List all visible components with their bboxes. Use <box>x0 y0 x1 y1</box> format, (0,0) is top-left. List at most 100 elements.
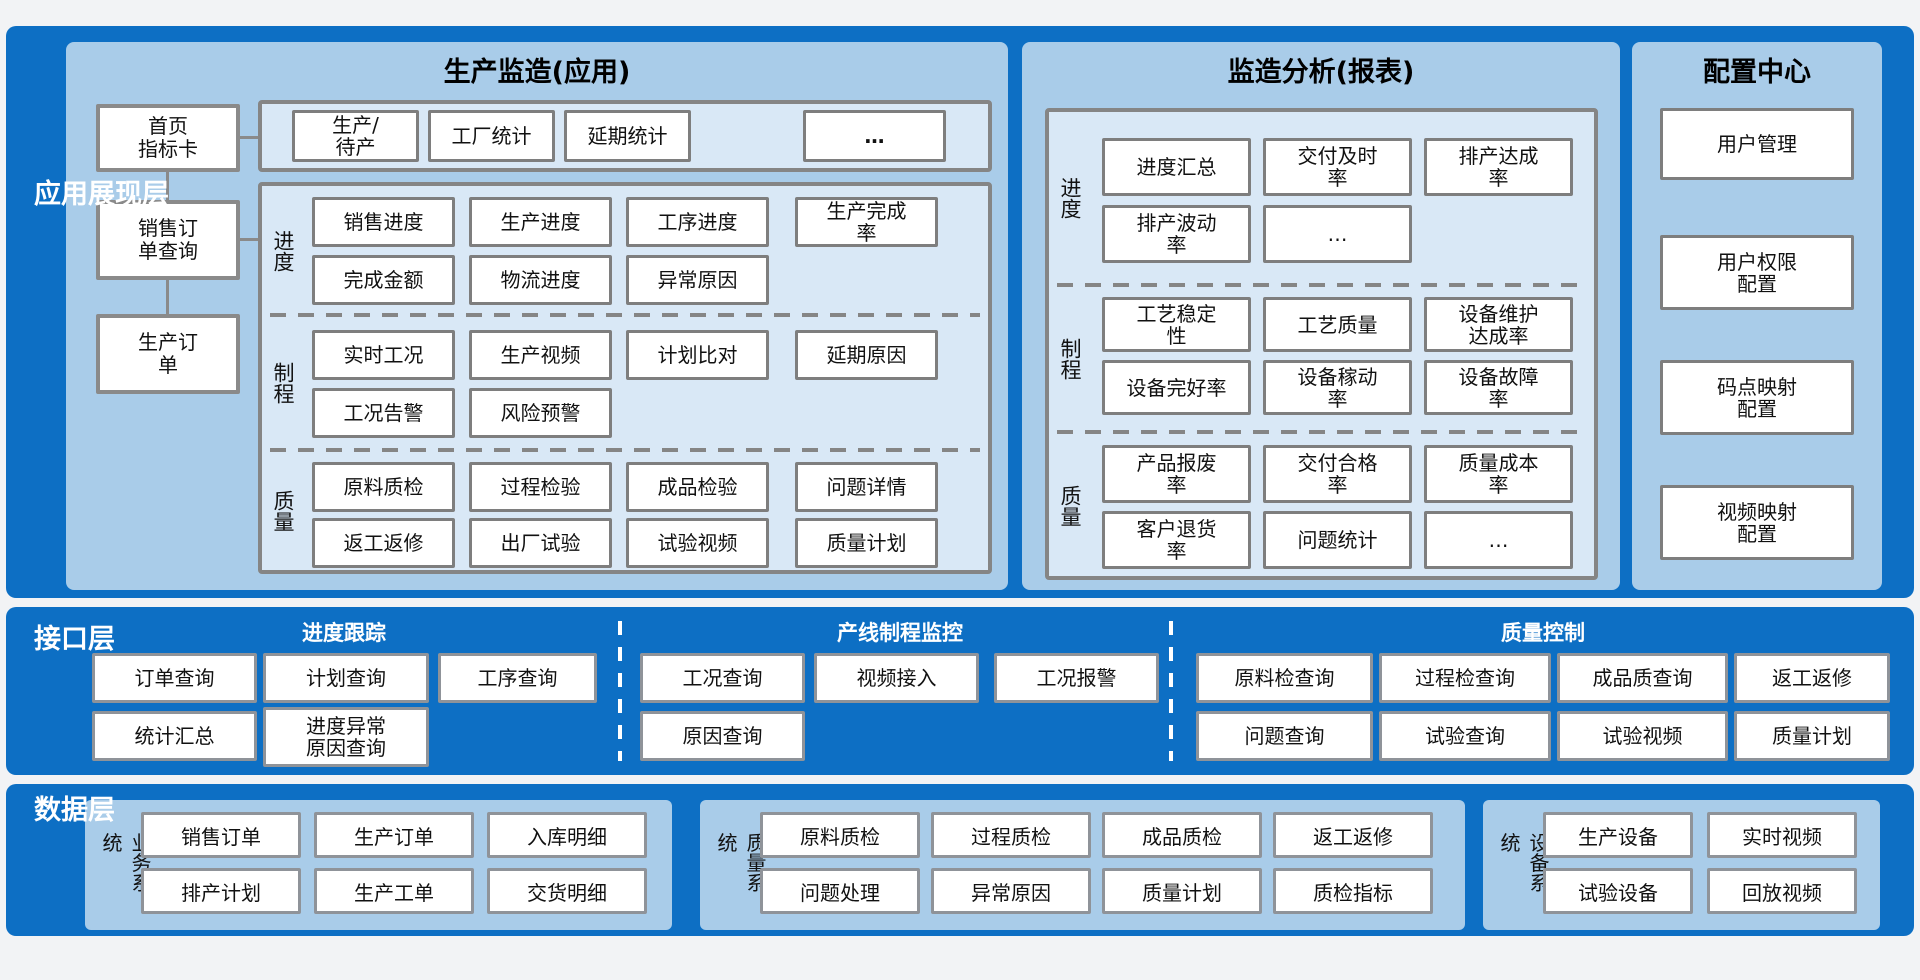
data-source-box: 生产设备 <box>1543 812 1693 858</box>
module-box: 生产进度 <box>469 197 612 247</box>
data-source-box: 回放视频 <box>1707 868 1857 914</box>
module-box: 问题详情 <box>795 462 938 512</box>
overview-subpanel: 生产/ 待产 工厂统计 延期统计 … <box>258 100 992 172</box>
interface-box: 试验视频 <box>1557 711 1728 761</box>
interface-layer-band: 接口层 进度跟踪 产线制程监控 质量控制 订单查询 计划查询 工序查询 统计汇总… <box>6 607 1914 775</box>
interface-box: 订单查询 <box>92 653 257 703</box>
module-box: 返工返修 <box>312 518 455 568</box>
data-layer-label: 数据层 <box>34 795 115 826</box>
report-box: 产品报废 率 <box>1102 445 1251 503</box>
dashed-divider <box>1169 621 1173 761</box>
report-box: 设备故障 率 <box>1424 360 1573 415</box>
data-source-box: 成品质检 <box>1102 812 1262 858</box>
dashed-divider <box>1057 430 1586 434</box>
production-order-card: 生产订 单 <box>96 314 240 394</box>
data-source-box: 排产计划 <box>141 868 301 914</box>
module-box: 工序进度 <box>626 197 769 247</box>
sales-order-query-card: 销售订 单查询 <box>96 200 240 280</box>
config-box: 码点映射 配置 <box>1660 360 1854 435</box>
data-source-box: 异常原因 <box>931 868 1091 914</box>
interface-box: 视频接入 <box>814 653 979 703</box>
home-indicator-card: 首页 指标卡 <box>96 104 240 172</box>
section-process: 制程 工艺稳定 性 工艺质量 设备维护 达成率 设备完好率 设备稼动 率 设备故… <box>1049 289 1594 428</box>
module-box: 物流进度 <box>469 255 612 305</box>
module-box: 延期原因 <box>795 330 938 380</box>
analysis-panel-title: 监造分析(报表) <box>1227 57 1415 88</box>
interface-box: 质量计划 <box>1734 711 1890 761</box>
module-box: 出厂试验 <box>469 518 612 568</box>
equipment-system-panel: 设备系统 生产设备 实时视频 试验设备 回放视频 <box>1483 800 1880 930</box>
module-box: 质量计划 <box>795 518 938 568</box>
group-title-progress-tracking: 进度跟踪 <box>302 621 386 645</box>
report-box: 问题统计 <box>1263 511 1412 569</box>
report-box: 质量成本 率 <box>1424 445 1573 503</box>
interface-box: 问题查询 <box>1196 711 1373 761</box>
analysis-subpanel: 进度 进度汇总 交付及时 率 排产达成 率 排产波动 率 … 制程 工艺稳定 性… <box>1045 108 1598 580</box>
report-box: 客户退货 率 <box>1102 511 1251 569</box>
interface-box: 工序查询 <box>438 653 597 703</box>
group-title-line-monitoring: 产线制程监控 <box>837 621 963 645</box>
more-modules-box: … <box>803 110 946 162</box>
section-progress: 进度 销售进度 生产进度 工序进度 生产完成 率 完成金额 物流进度 异常原因 <box>262 186 988 315</box>
business-system-panel: 业务系统 销售订单 生产订单 入库明细 排产计划 生产工单 交货明细 <box>85 800 672 930</box>
module-box: 原料质检 <box>312 462 455 512</box>
section-process: 制程 实时工况 生产视频 计划比对 延期原因 工况告警 风险预警 <box>262 317 988 448</box>
section-label: 进度 <box>271 229 295 272</box>
application-presentation-band: 应用展现层 生产监造(应用) 首页 指标卡 销售订 单查询 生产订 单 生产/ … <box>6 26 1914 598</box>
report-box: 工艺稳定 性 <box>1102 297 1251 352</box>
report-box: 设备维护 达成率 <box>1424 297 1573 352</box>
connector-line <box>240 238 258 241</box>
report-box: 排产达成 率 <box>1424 138 1573 196</box>
section-quality: 质量 产品报废 率 交付合格 率 质量成本 率 客户退货 率 问题统计 … <box>1049 436 1594 576</box>
module-box: 工厂统计 <box>428 110 555 162</box>
config-box: 视频映射 配置 <box>1660 485 1854 560</box>
module-box: 生产完成 率 <box>795 197 938 247</box>
data-source-box: 质检指标 <box>1273 868 1433 914</box>
config-panel-title: 配置中心 <box>1703 57 1811 88</box>
interface-box: 工况报警 <box>994 653 1159 703</box>
report-box: 交付合格 率 <box>1263 445 1412 503</box>
dashed-divider <box>270 448 980 452</box>
data-source-box: 返工返修 <box>1273 812 1433 858</box>
interface-box: 原料检查询 <box>1196 653 1373 703</box>
connector-line <box>240 136 258 139</box>
data-source-box: 交货明细 <box>487 868 647 914</box>
data-source-box: 原料质检 <box>760 812 920 858</box>
interface-box: 成品质查询 <box>1557 653 1728 703</box>
interface-box: 统计汇总 <box>92 711 257 761</box>
config-box: 用户权限 配置 <box>1660 235 1854 310</box>
dashed-divider <box>1057 283 1586 287</box>
module-box: 试验视频 <box>626 518 769 568</box>
section-quality: 质量 原料质检 过程检验 成品检验 问题详情 返工返修 出厂试验 试验视频 质量… <box>262 452 988 570</box>
report-box: 设备完好率 <box>1102 360 1251 415</box>
interface-layer-label: 接口层 <box>34 624 115 655</box>
report-box: 排产波动 率 <box>1102 205 1251 263</box>
report-box: 设备稼动 率 <box>1263 360 1412 415</box>
data-source-box: 实时视频 <box>1707 812 1857 858</box>
section-label: 质量 <box>1058 485 1082 527</box>
interface-box: 计划查询 <box>263 653 429 703</box>
quality-system-panel: 质量系统 原料质检 过程质检 成品质检 返工返修 问题处理 异常原因 质量计划 … <box>700 800 1465 930</box>
module-box: 生产视频 <box>469 330 612 380</box>
interface-box: 试验查询 <box>1379 711 1551 761</box>
data-source-box: 过程质检 <box>931 812 1091 858</box>
module-box: 异常原因 <box>626 255 769 305</box>
app-layer-label: 应用展现层 <box>34 179 169 210</box>
module-box: 销售进度 <box>312 197 455 247</box>
production-panel-title: 生产监造(应用) <box>443 57 631 88</box>
interface-box: 过程检查询 <box>1379 653 1551 703</box>
more-reports-box: … <box>1424 511 1573 569</box>
module-box: 工况告警 <box>312 388 455 438</box>
module-box: 风险预警 <box>469 388 612 438</box>
section-progress: 进度 进度汇总 交付及时 率 排产达成 率 排产波动 率 … <box>1049 112 1594 283</box>
module-box: 延期统计 <box>564 110 691 162</box>
module-box: 生产/ 待产 <box>292 110 419 162</box>
group-title-quality-control: 质量控制 <box>1501 621 1585 645</box>
data-layer-band: 数据层 业务系统 销售订单 生产订单 入库明细 排产计划 生产工单 交货明细 质… <box>6 784 1914 936</box>
data-source-box: 质量计划 <box>1102 868 1262 914</box>
dashed-divider <box>270 313 980 317</box>
connector-line <box>166 172 169 200</box>
interface-box: 工况查询 <box>640 653 805 703</box>
data-source-box: 销售订单 <box>141 812 301 858</box>
report-box: 工艺质量 <box>1263 297 1412 352</box>
